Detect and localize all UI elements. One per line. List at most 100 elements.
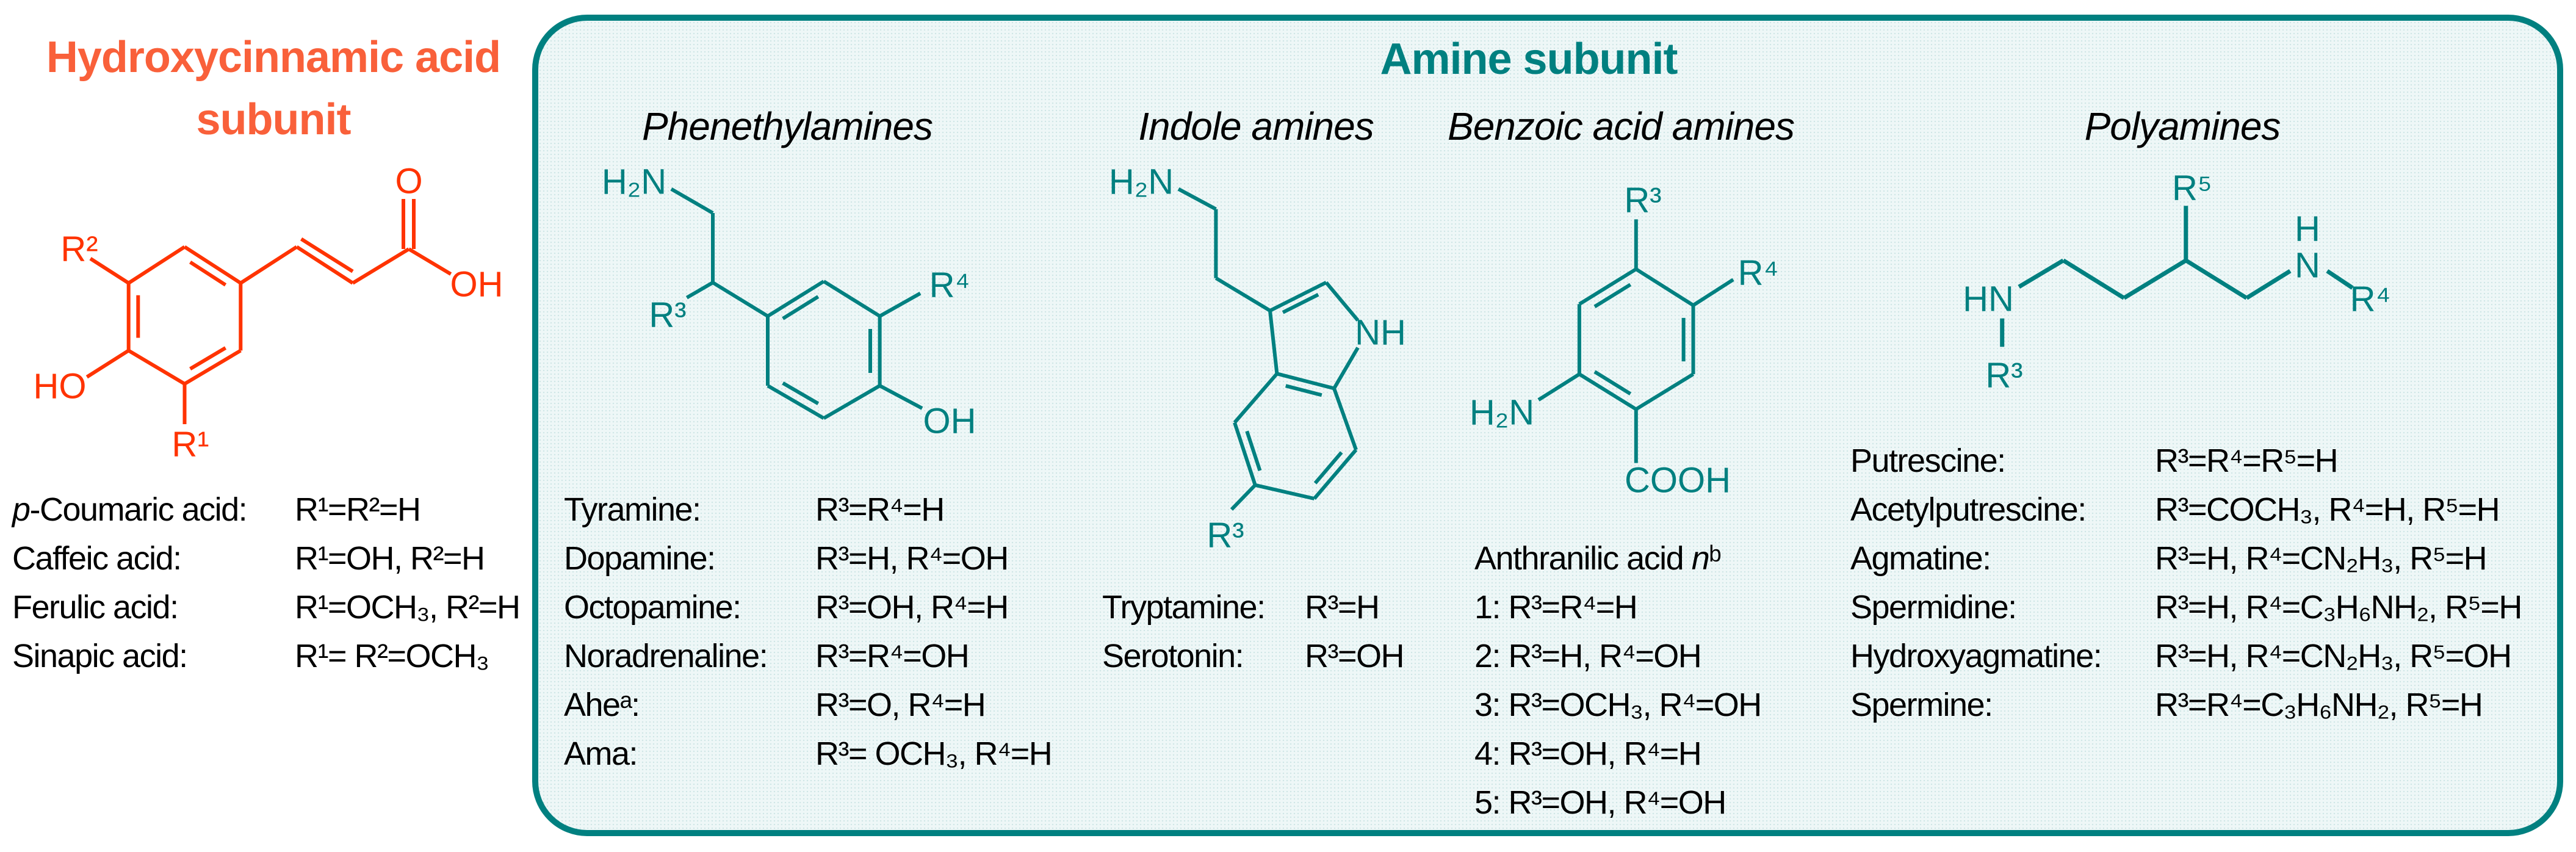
compound-formula: 2: R³=H, R⁴=OH bbox=[1474, 638, 1702, 674]
compound-name: Acetylputrescine: bbox=[1850, 491, 2087, 528]
bond bbox=[183, 348, 242, 386]
bond bbox=[1635, 267, 1695, 307]
compound-formula: R³=R⁴=H bbox=[815, 491, 945, 528]
double-bond-line bbox=[1245, 430, 1262, 471]
bond bbox=[128, 348, 186, 386]
compound-name: Agmatine: bbox=[1850, 540, 1991, 577]
header-indole-amines: Indole amines bbox=[1138, 104, 1374, 148]
bond bbox=[1255, 483, 1315, 500]
amine-subunit-title: Amine subunit bbox=[1380, 35, 1678, 84]
bond bbox=[1313, 449, 1358, 500]
bond bbox=[2018, 258, 2065, 289]
atom-label-r4: R⁴ bbox=[1738, 253, 1779, 293]
compound-formula: 3: R³=OCH₃, R⁴=OH bbox=[1474, 687, 1762, 723]
double-bond-line bbox=[300, 237, 354, 273]
double-bond-line bbox=[1282, 293, 1319, 314]
compound-name: Tryptamine: bbox=[1102, 589, 1266, 626]
bond bbox=[1635, 372, 1695, 411]
atom-label-r3: R³ bbox=[1985, 356, 2022, 395]
bond bbox=[89, 257, 130, 285]
atom-label-h2n: H₂N bbox=[1470, 393, 1534, 433]
bond bbox=[2184, 258, 2248, 300]
compound-formula: R¹= R²=OCH₃ bbox=[295, 638, 489, 674]
bond bbox=[85, 348, 130, 379]
bond bbox=[239, 245, 298, 285]
compound-name: Aheᵃ: bbox=[564, 687, 640, 723]
compound-formula: R³=H, R⁴=OH bbox=[815, 540, 1009, 577]
atom-label-nh: NH bbox=[1355, 313, 1406, 353]
atom-label-oh: OH bbox=[450, 265, 503, 305]
atom-label-r3: R³ bbox=[1624, 181, 1661, 220]
header-benzoic-acid-amines: Benzoic acid amines bbox=[1448, 104, 1795, 148]
atom-label-h2n: H₂N bbox=[1109, 162, 1174, 202]
bond bbox=[1332, 388, 1358, 451]
compound-name: Serotonin: bbox=[1102, 638, 1244, 674]
compound-formula: 5: R³=OH, R⁴=OH bbox=[1474, 784, 1726, 821]
atom-label-r4: R⁴ bbox=[2350, 280, 2391, 319]
bond bbox=[1578, 372, 1637, 411]
bond bbox=[1177, 187, 1217, 211]
compound-formula: R³=H, R⁴=C₃H₆NH₂, R⁵=H bbox=[2155, 589, 2522, 626]
bond bbox=[352, 247, 410, 285]
header-polyamines: Polyamines bbox=[2084, 104, 2281, 148]
bond bbox=[1268, 310, 1279, 374]
compound-name: Sinapic acid: bbox=[12, 638, 188, 674]
bond bbox=[2123, 258, 2187, 300]
hydroxycinnamic-title-line2: subunit bbox=[196, 95, 352, 144]
double-bond-line bbox=[1285, 384, 1322, 397]
compound-formula: 1: R³=R⁴=H bbox=[1474, 589, 1638, 626]
compound-name: p-Coumaric acid: bbox=[12, 491, 248, 528]
compound-name: Spermine: bbox=[1850, 687, 1993, 723]
double-bond-line bbox=[189, 346, 227, 370]
bond bbox=[1692, 278, 1734, 307]
bond bbox=[1332, 347, 1360, 389]
double-bond-line bbox=[1593, 370, 1632, 395]
compound-formula: R³=OH, R⁴=H bbox=[815, 589, 1009, 626]
compound-formula: R¹=OCH₃, R²=H bbox=[295, 589, 521, 626]
compound-name: Octopamine: bbox=[564, 589, 741, 626]
atom-label-r3: R³ bbox=[1207, 516, 1244, 555]
anthranilic-list-title: Anthranilic acid nᵇ bbox=[1474, 540, 1722, 577]
phenethylamine-structure bbox=[670, 187, 923, 420]
atom-label-h: H bbox=[2295, 209, 2320, 249]
header-phenethylamines: Phenethylamines bbox=[642, 104, 933, 148]
compound-formula: R³=R⁴=OH bbox=[815, 638, 970, 674]
atom-label-ho: HO bbox=[34, 367, 87, 406]
bond bbox=[1269, 281, 1327, 312]
compound-formula: R³=H, R⁴=CN₂H₃, R⁵=H bbox=[2155, 540, 2488, 577]
compound-name: Noradrenaline: bbox=[564, 638, 768, 674]
benzoic-acid-amine-structure bbox=[1537, 219, 1734, 463]
compound-name: Ferulic acid: bbox=[12, 589, 179, 626]
bond bbox=[670, 187, 714, 215]
bond bbox=[2245, 269, 2292, 300]
compound-formula: R¹=R²=H bbox=[295, 491, 421, 528]
bond bbox=[1233, 422, 1257, 486]
compound-formula: R³= OCH₃, R⁴=H bbox=[815, 735, 1053, 772]
compound-name: Hydroxyagmatine: bbox=[1850, 638, 2102, 674]
bond bbox=[1230, 483, 1257, 511]
atom-label-r1: R¹ bbox=[171, 425, 209, 464]
atom-label-cooh: COOH bbox=[1625, 461, 1731, 500]
compound-name: Tyramine: bbox=[564, 491, 701, 528]
hydroxycinnamic-acid-structure bbox=[85, 199, 452, 424]
double-bond-line bbox=[782, 381, 820, 405]
compound-formula: R³=H bbox=[1305, 589, 1380, 626]
polyamine-structure bbox=[2000, 206, 2354, 347]
atom-label-oh: OH bbox=[923, 402, 976, 441]
bond bbox=[408, 247, 452, 276]
compound-name: Ama: bbox=[564, 735, 638, 772]
amine-subunit-panel bbox=[532, 15, 2563, 836]
compound-formula: R³=O, R⁴=H bbox=[815, 687, 986, 723]
atom-label-hn: HN bbox=[1963, 280, 2014, 319]
atom-label-n: N bbox=[2295, 246, 2320, 286]
double-bond-line bbox=[189, 260, 227, 287]
compound-formula: R¹=OH, R²=H bbox=[295, 540, 485, 577]
compound-formula: R³=OH bbox=[1305, 638, 1405, 674]
bond bbox=[1214, 276, 1271, 312]
compound-name: Spermidine: bbox=[1850, 589, 2017, 626]
bond bbox=[128, 245, 186, 285]
atom-label-r4: R⁴ bbox=[929, 265, 970, 305]
double-bond-line bbox=[1313, 451, 1343, 485]
bond bbox=[1276, 372, 1335, 391]
bond bbox=[1537, 372, 1581, 402]
